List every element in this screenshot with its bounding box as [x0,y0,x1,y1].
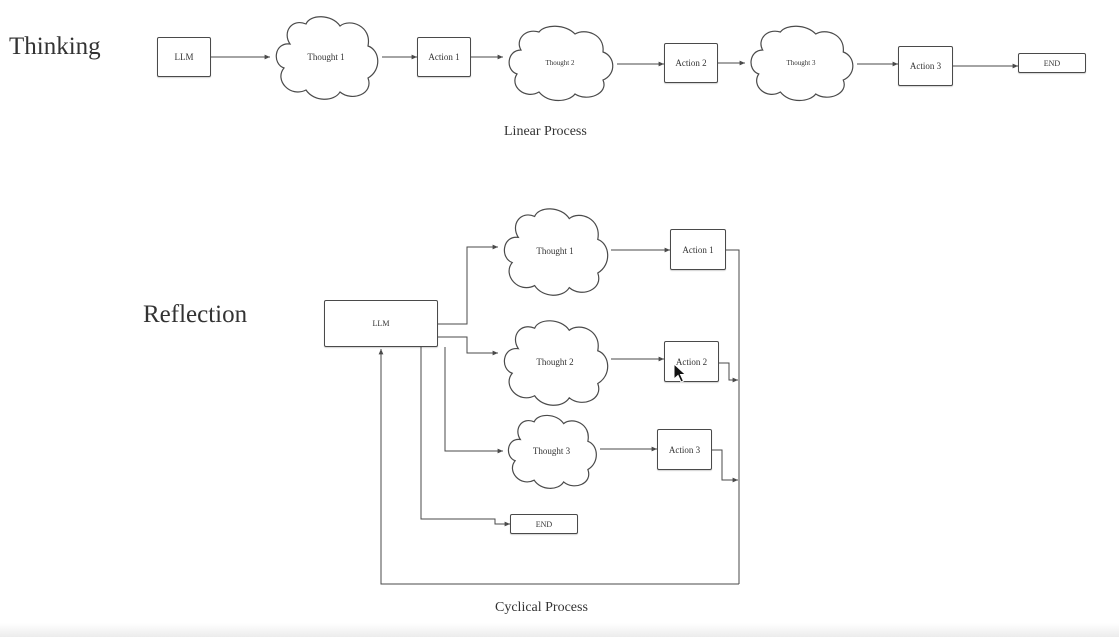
cyclic-thought1-cloud: Thought 1 [498,206,612,296]
linear-thought3-cloud: Thought 3 [745,24,857,102]
linear-thought2-cloud: Thought 2 [503,24,617,102]
cyclic-action1-box: Action 1 [670,229,726,270]
cyclic-arrow-llm-thought2 [438,336,498,356]
cyclic-arrow-action2-return [719,362,738,383]
linear-action2-label: Action 2 [675,58,707,68]
cyclic-arrow-llm-end [420,347,510,527]
page-bottom-edge [0,623,1119,637]
cyclic-llm-label: LLM [372,319,390,328]
reflection-section-title: Reflection [143,301,248,328]
linear-thought3-label: Thought 3 [786,59,816,67]
cyclic-llm-box: LLM [324,300,438,347]
cyclic-thought3-cloud: Thought 3 [503,413,600,489]
linear-end-box: END [1018,53,1086,73]
linear-thought1-label: Thought 1 [307,52,345,62]
cyclic-arrow-action3-return [712,449,738,483]
linear-action3-label: Action 3 [909,61,942,71]
cyclic-arrow-feedback-loop [378,349,739,585]
linear-action1-label: Action 1 [428,52,460,62]
linear-action3-box: Action 3 [898,46,953,86]
linear-end-label: END [1043,58,1061,68]
cyclic-arrow-llm-thought3 [444,347,503,454]
linear-llm-box: LLM [157,37,211,77]
cyclic-thought3-label: Thought 3 [532,446,571,456]
cyclic-arrow-llm-thought1 [438,244,498,325]
cyclic-action3-box: Action 3 [657,429,712,470]
cyclic-action2-label: Action 2 [675,356,708,367]
cyclic-action2-box: Action 2 [664,341,719,382]
linear-llm-label: LLM [174,52,194,62]
cyclic-action3-label: Action 3 [668,444,701,455]
cyclic-end-box: END [510,514,578,534]
mouse-pointer-icon [673,362,687,388]
thinking-section-title: Thinking [9,33,101,60]
cyclic-end-label: END [535,519,553,529]
linear-action1-box: Action 1 [417,37,471,77]
linear-action2-box: Action 2 [664,43,718,83]
cyclic-line-action1-return [726,249,740,584]
cyclical-process-caption: Cyclical Process [495,600,588,615]
linear-thought1-cloud: Thought 1 [270,14,382,100]
linear-process-caption: Linear Process [504,124,587,139]
cyclic-thought2-label: Thought 2 [536,357,574,367]
cyclic-action1-label: Action 1 [682,244,714,255]
linear-thought2-label: Thought 2 [545,59,575,67]
cyclic-thought1-label: Thought 1 [536,246,574,256]
cyclic-thought2-cloud: Thought 2 [498,318,612,406]
